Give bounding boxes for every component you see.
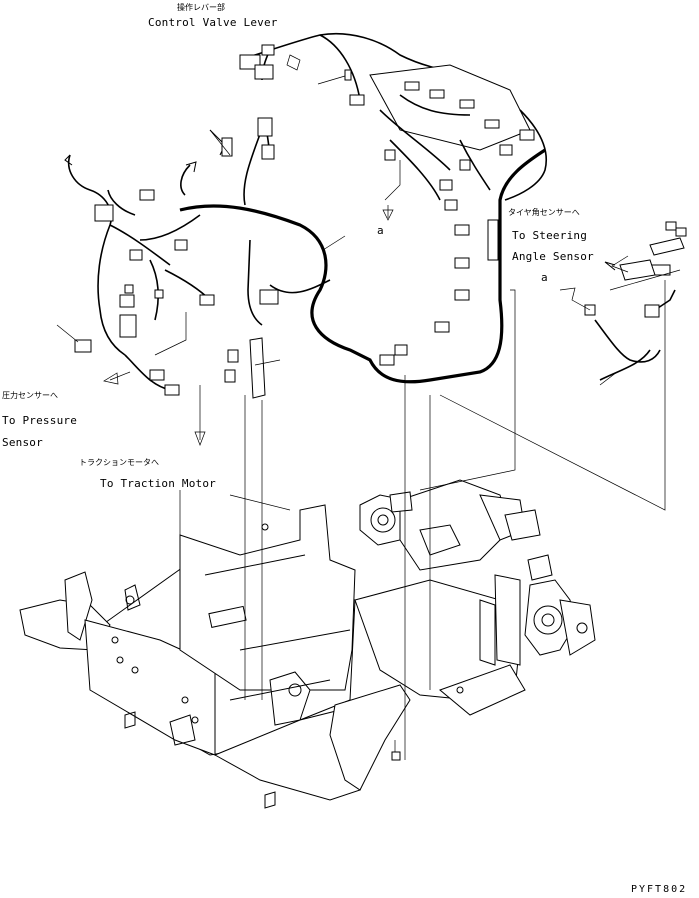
pressure-sensor-label-jp: 圧力センサーへ xyxy=(2,391,58,400)
drawing-code: PYFT802 xyxy=(631,884,688,895)
steering-sensor-harness xyxy=(584,221,687,381)
control-valve-lever-label-jp: 操作レバー部 xyxy=(177,3,225,12)
left-wiring-harness xyxy=(64,154,215,396)
main-wiring-harness xyxy=(139,32,547,384)
center-wiring-harness xyxy=(224,117,279,399)
leader-lines xyxy=(56,75,681,761)
detail-a-label-steering: a xyxy=(541,271,548,284)
chassis-frame xyxy=(19,504,526,809)
steering-pump-assembly xyxy=(524,554,596,656)
steering-sensor-label-jp: タイヤ角センサーへ xyxy=(508,208,580,217)
steering-sensor-label-2: Angle Sensor xyxy=(512,250,594,263)
pressure-sensor-label-2: Sensor xyxy=(2,436,43,449)
traction-motor-label-jp: トラクションモータへ xyxy=(79,458,159,467)
pressure-sensor-label-1: To Pressure xyxy=(2,414,78,427)
control-valve-lever-label: Control Valve Lever xyxy=(148,16,278,29)
control-valve-lever-connectors xyxy=(209,44,352,157)
traction-motor-assembly xyxy=(359,479,541,571)
traction-motor-label: To Traction Motor xyxy=(100,477,216,490)
steering-sensor-label-1: To Steering xyxy=(512,229,588,242)
detail-a-label: a xyxy=(377,224,384,237)
